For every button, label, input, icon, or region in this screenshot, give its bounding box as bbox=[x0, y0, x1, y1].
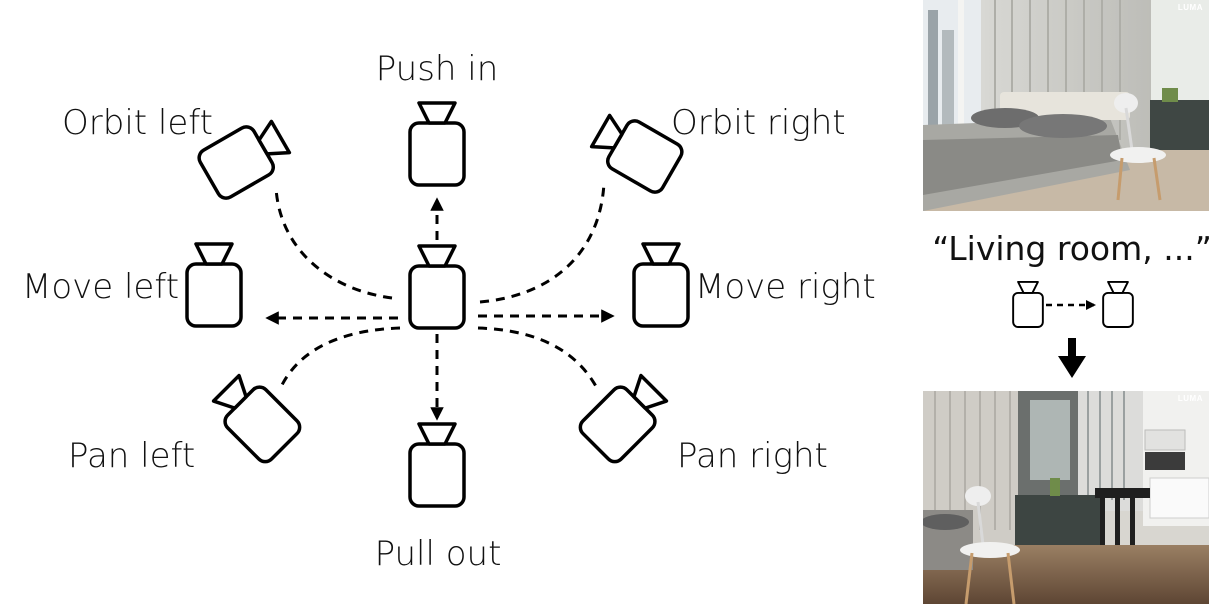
mini-move-diagram bbox=[1012, 280, 1134, 328]
label-orbit-right: Orbit right bbox=[671, 103, 846, 143]
motion-paths bbox=[265, 182, 615, 421]
label-push-in: Push in bbox=[376, 49, 499, 89]
pull-out-camera-icon bbox=[408, 422, 466, 508]
label-move-right: Move right bbox=[695, 267, 876, 307]
move-left-camera-icon bbox=[185, 242, 243, 328]
pan-right-camera-icon bbox=[574, 367, 675, 468]
arrow-down-icon bbox=[1058, 338, 1086, 378]
orbit-left-path bbox=[274, 187, 393, 300]
pan-left-camera-icon bbox=[205, 367, 306, 468]
label-pan-left: Pan left bbox=[68, 436, 195, 476]
pan-left-path bbox=[280, 326, 401, 386]
push-in-camera-icon bbox=[408, 101, 466, 187]
label-pull-out: Pull out bbox=[375, 534, 502, 574]
mini-camera-left-icon bbox=[1012, 280, 1044, 328]
label-orbit-left: Orbit left bbox=[62, 103, 213, 143]
move-right-camera-icon bbox=[632, 242, 690, 328]
top-image-watermark: LUMA bbox=[1178, 3, 1203, 12]
top-render-image: LUMA bbox=[923, 0, 1209, 211]
label-pan-right: Pan right bbox=[677, 436, 828, 476]
pan-right-path bbox=[477, 326, 600, 391]
bottom-image-watermark: LUMA bbox=[1178, 394, 1203, 403]
mini-camera-right-icon bbox=[1102, 280, 1134, 328]
label-move-left: Move left bbox=[22, 267, 179, 307]
center-camera-icon bbox=[408, 244, 466, 330]
orbit-right-path bbox=[479, 182, 606, 304]
bottom-render-image: LUMA bbox=[923, 391, 1209, 604]
prompt-text: “Living room, ...” bbox=[932, 229, 1212, 268]
